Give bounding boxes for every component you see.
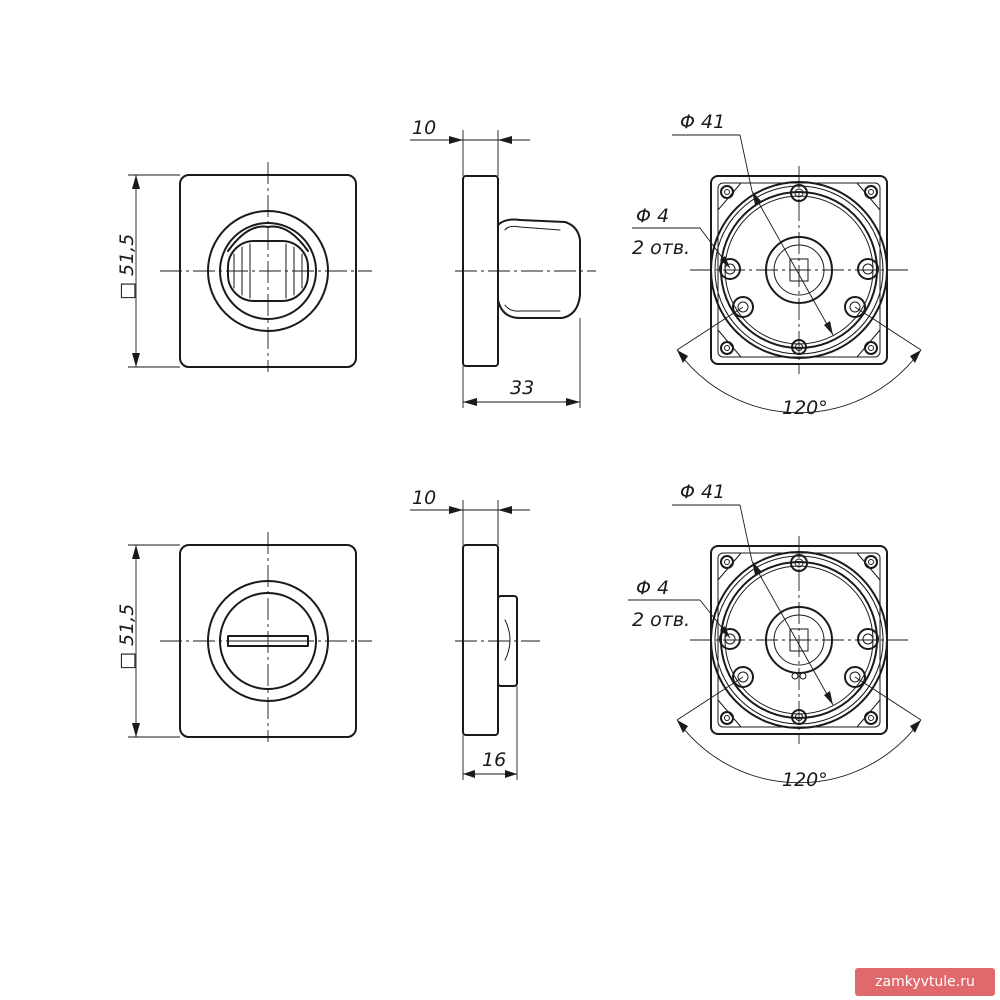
- handle-ring-diameter-label: Φ 41: [680, 111, 725, 133]
- handle-ring-leader: [632, 134, 753, 269]
- knob-hole-count-label: 2 отв.: [632, 609, 690, 631]
- knob-ring-leader: [628, 504, 753, 639]
- handle-back-view: [676, 175, 922, 414]
- knob-depth-label: 16: [482, 749, 506, 771]
- handle-hole-count-label: 2 отв.: [632, 237, 690, 259]
- handle-thickness-label: 10: [412, 117, 436, 139]
- knob-ring-diameter-label: Φ 41: [680, 481, 725, 503]
- knob-hole-angle-label: 120°: [782, 769, 828, 791]
- knob-back-view: [676, 545, 922, 784]
- handle-hole-angle-label: 120°: [782, 397, 828, 419]
- handle-depth-label: 33: [510, 377, 534, 399]
- handle-depth-dimension: [462, 318, 581, 408]
- knob-thickness-label: 10: [412, 487, 436, 509]
- handle-thickness-dimension: [410, 130, 530, 176]
- knob-thickness-dimension: [410, 500, 530, 545]
- knob-size-label: □ 51,5: [116, 604, 138, 670]
- knob-side-view: [455, 544, 540, 736]
- handle-side-view: [455, 175, 596, 367]
- knob-size-dimension: [128, 544, 180, 738]
- handle-size-dimension: [128, 174, 180, 368]
- handle-hole-diameter-label: Φ 4: [636, 205, 669, 227]
- handle-size-label: □ 51,5: [116, 234, 138, 300]
- watermark: zamkyvtule.ru: [855, 968, 995, 996]
- knob-hole-diameter-label: Φ 4: [636, 577, 669, 599]
- knob-depth-dimension: [462, 686, 518, 780]
